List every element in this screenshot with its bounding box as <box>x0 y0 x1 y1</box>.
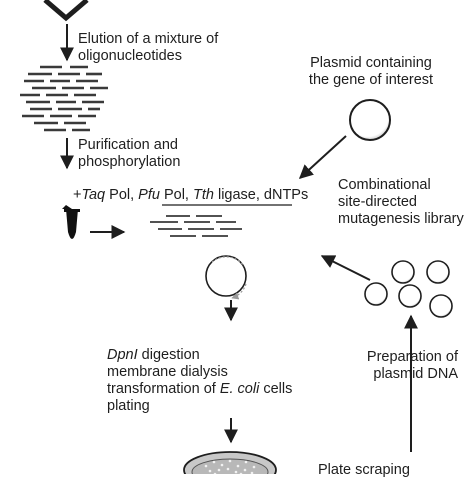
pfu-name: Pfu <box>138 187 160 203</box>
tth-name: Tth <box>192 187 214 203</box>
duplex-icon <box>150 215 242 237</box>
library-line-2: site-directed <box>338 194 417 210</box>
elution-label: Elution of a mixture of oligonucleotides <box>78 31 218 65</box>
reaction-pol-1: Pol, <box>105 187 139 203</box>
digestion-line-3-pre: transformation of <box>107 381 220 397</box>
preparation-line-2: plasmid DNA <box>373 366 458 382</box>
library-line-3: mutagenesis library <box>338 211 464 227</box>
digestion-line-1: DpnI digestion <box>107 347 292 364</box>
digestion-label: DpnI digestion membrane dialysis transfo… <box>107 347 292 415</box>
dashed-plasmid-icon <box>205 255 247 300</box>
ecoli-name: E. coli <box>219 381 260 397</box>
scraping-label: Plate scraping <box>318 462 410 478</box>
taq-name: Taq <box>81 187 106 203</box>
tube-icon <box>62 205 80 239</box>
digestion-line-3: transformation of E. coli cells <box>107 381 292 398</box>
plasmid-line-1: Plasmid containing <box>310 55 432 71</box>
digestion-line-2: membrane dialysis <box>107 364 228 380</box>
petri-dish-icon <box>183 451 277 479</box>
arrow-down-left-icon <box>298 135 347 179</box>
digestion-line-1-rest: digestion <box>137 347 200 363</box>
library-label: Combinational site-directed mutagenesis … <box>338 177 464 228</box>
purification-line-1: Purification and <box>78 137 178 153</box>
arrow-up-left-icon <box>320 255 371 281</box>
digestion-line-4: plating <box>107 398 150 414</box>
plasmid-label: Plasmid containing the gene of interest <box>296 55 446 89</box>
plasmid-circle-icon <box>349 99 391 141</box>
dpni-name: DpnI <box>107 347 138 363</box>
library-line-1: Combinational <box>338 177 431 193</box>
purification-line-2: phosphorylation <box>78 154 181 170</box>
reaction-prefix: + <box>73 187 82 203</box>
elution-line-2: oligonucleotides <box>78 48 182 64</box>
purification-label: Purification and phosphorylation <box>78 137 180 171</box>
plasmid-cluster-icon <box>364 260 453 318</box>
oligo-mixture-icon <box>20 65 108 132</box>
plasmid-line-2: the gene of interest <box>308 72 434 88</box>
preparation-label: Preparation of plasmid DNA <box>328 349 458 383</box>
chip-icon <box>43 0 89 22</box>
preparation-line-1: Preparation of <box>366 349 458 365</box>
elution-line-1: Elution of a mixture of <box>78 31 219 47</box>
reaction-pol-2: Pol, <box>159 187 193 203</box>
reaction-label: +Taq Pol, Pfu Pol, Tth ligase, dNTPs <box>73 187 308 204</box>
reaction-ligase: ligase, dNTPs <box>213 187 309 203</box>
digestion-line-3-post: cells <box>259 381 293 397</box>
